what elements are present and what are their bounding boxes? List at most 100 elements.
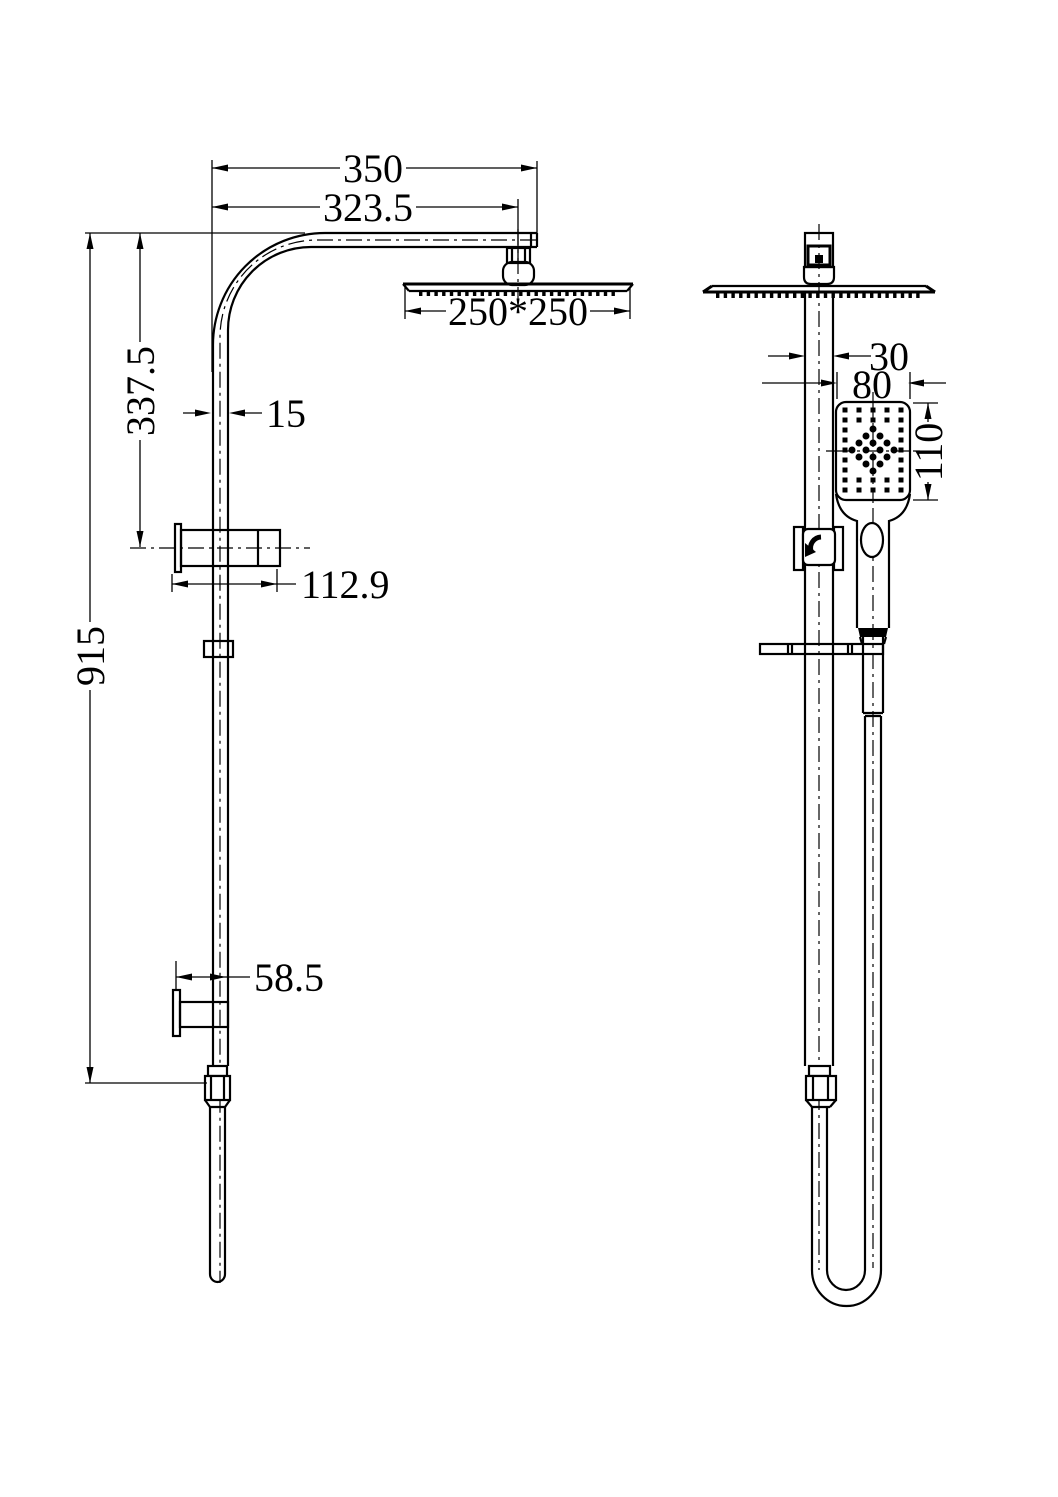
arm-inner-edge	[226, 245, 537, 331]
nozzle-tooth	[488, 290, 492, 296]
dim-head-size: 250*250	[405, 289, 630, 334]
extension-lines	[85, 160, 938, 1084]
dim-label-15: 15	[266, 391, 306, 436]
round-jet	[876, 446, 884, 454]
nozzle-tooth	[596, 290, 600, 296]
hose-loop	[810, 714, 883, 1308]
nozzle-tooth	[716, 292, 720, 298]
nozzle-tooth	[870, 292, 874, 298]
nozzle-tooth	[480, 290, 484, 296]
holder-button	[801, 527, 837, 567]
dim-label-58-5: 58.5	[254, 955, 324, 1000]
square-jet	[898, 487, 904, 493]
square-jet	[884, 487, 890, 493]
nozzle-tooth	[611, 290, 615, 296]
nozzle-tooth	[426, 290, 431, 296]
mount-port	[815, 255, 823, 263]
column-edges	[803, 293, 835, 1066]
nozzle-tooth	[542, 290, 546, 296]
connector-nut-facets	[209, 1076, 226, 1100]
nozzle-tooth	[900, 292, 905, 298]
round-jet	[890, 446, 898, 454]
nozzle-tooth	[800, 292, 805, 298]
arm-outer-edge	[211, 231, 537, 347]
dim-arm-to-head: 323.5	[212, 185, 518, 230]
dim-lower-bracket: 58.5	[176, 955, 324, 1000]
nozzle-tooth	[511, 290, 515, 296]
nozzle-tooth	[534, 290, 538, 296]
dim-column-width: 30	[768, 334, 909, 379]
square-jet	[842, 407, 848, 413]
shelf-joints	[786, 644, 854, 654]
nozzle-tooth	[442, 290, 446, 296]
square-jet	[898, 457, 904, 463]
nozzle-tooth	[449, 290, 454, 296]
nozzle-tooth	[862, 292, 866, 298]
square-jet	[842, 457, 848, 463]
round-jet	[862, 446, 870, 454]
dim-label-110: 110	[906, 423, 951, 482]
round-jet	[862, 460, 870, 468]
nozzle-tooth	[503, 290, 508, 296]
nozzle-tooth	[573, 290, 577, 296]
nozzle-tooth	[549, 290, 554, 296]
nozzle-tooth	[762, 292, 766, 298]
dim-handset-face-height: 110	[906, 403, 951, 500]
square-jet	[842, 487, 848, 493]
nozzle-tooth	[793, 292, 797, 298]
handle-nut-taper	[858, 636, 888, 645]
nozzle-tooth	[496, 290, 500, 296]
slider-clamp	[202, 639, 235, 659]
soap-dish-shelf	[758, 642, 885, 656]
square-jet	[898, 477, 904, 483]
holder-bracket	[792, 525, 845, 572]
holder-flange-left	[792, 525, 805, 572]
dim-arm-overall: 350	[212, 146, 537, 191]
square-jet	[870, 477, 876, 483]
connector-taper	[204, 1099, 231, 1109]
square-jet	[856, 477, 862, 483]
nozzle-tooth	[823, 292, 828, 298]
nozzle-tooth	[419, 290, 423, 296]
square-jet	[870, 417, 876, 423]
nozzle-tooth	[580, 290, 585, 296]
nozzle-tooth	[603, 290, 608, 296]
hose-front	[208, 1107, 227, 1284]
square-jet	[898, 407, 904, 413]
dim-upper-section: 337.5	[118, 233, 163, 547]
square-jet	[898, 437, 904, 443]
dim-label-112-9: 112.9	[301, 562, 390, 607]
nozzle-tooth	[885, 292, 889, 298]
square-jet	[856, 487, 862, 493]
connector-nut	[203, 1074, 232, 1102]
hose-u-bend	[810, 714, 883, 1308]
square-jet	[898, 447, 904, 453]
handset-handle	[834, 493, 912, 628]
square-jet	[842, 427, 848, 433]
dim-label-350: 350	[343, 146, 403, 191]
ball-housing-side	[802, 265, 836, 286]
connector-nut-side	[804, 1074, 838, 1102]
dimensions: 350 323.5 250*250 337.5 15	[68, 146, 951, 1084]
nozzle-tooth	[526, 290, 531, 296]
nozzle-tooth	[723, 292, 728, 298]
nozzle-tooth	[519, 290, 523, 296]
square-jet	[856, 417, 862, 423]
nozzle-tooth	[854, 292, 858, 298]
bottom-connector-front	[203, 1064, 232, 1284]
shelf-bar	[758, 642, 885, 656]
rotate-arrow-head	[805, 543, 816, 557]
lower-bracket-body	[178, 1000, 230, 1029]
square-jet	[884, 477, 890, 483]
nozzle-tooth	[434, 290, 438, 296]
round-jet	[883, 453, 891, 461]
nozzle-tooth	[588, 290, 592, 296]
rain-shower-head-front	[402, 282, 634, 296]
side-view	[702, 231, 936, 1308]
square-jet	[856, 407, 862, 413]
nozzle-tooth	[731, 292, 735, 298]
round-jet	[883, 439, 891, 447]
nozzle-tooth	[465, 290, 469, 296]
square-jet	[898, 427, 904, 433]
